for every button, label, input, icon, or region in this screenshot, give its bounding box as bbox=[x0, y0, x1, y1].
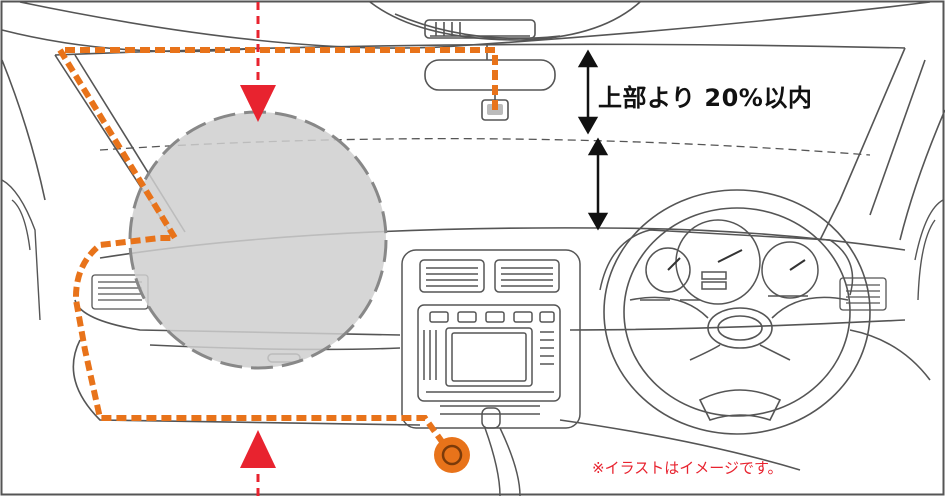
red-arrow-icon bbox=[240, 2, 276, 122]
measurement-arrows bbox=[577, 49, 609, 231]
steering-wheel bbox=[603, 189, 871, 435]
power-socket-icon bbox=[434, 437, 470, 473]
cable-route bbox=[54, 47, 498, 452]
illustration-disclaimer: ※イラストはイメージです。 bbox=[592, 459, 783, 477]
right-air-vent bbox=[839, 277, 887, 311]
roof-lines bbox=[1, 1, 931, 53]
red-arrow-icon bbox=[240, 430, 276, 496]
side-doors bbox=[1, 179, 944, 321]
instrument-cluster bbox=[599, 219, 854, 305]
center-console bbox=[401, 249, 581, 496]
top-limit-label: 上部より 20%以内 bbox=[598, 84, 813, 112]
